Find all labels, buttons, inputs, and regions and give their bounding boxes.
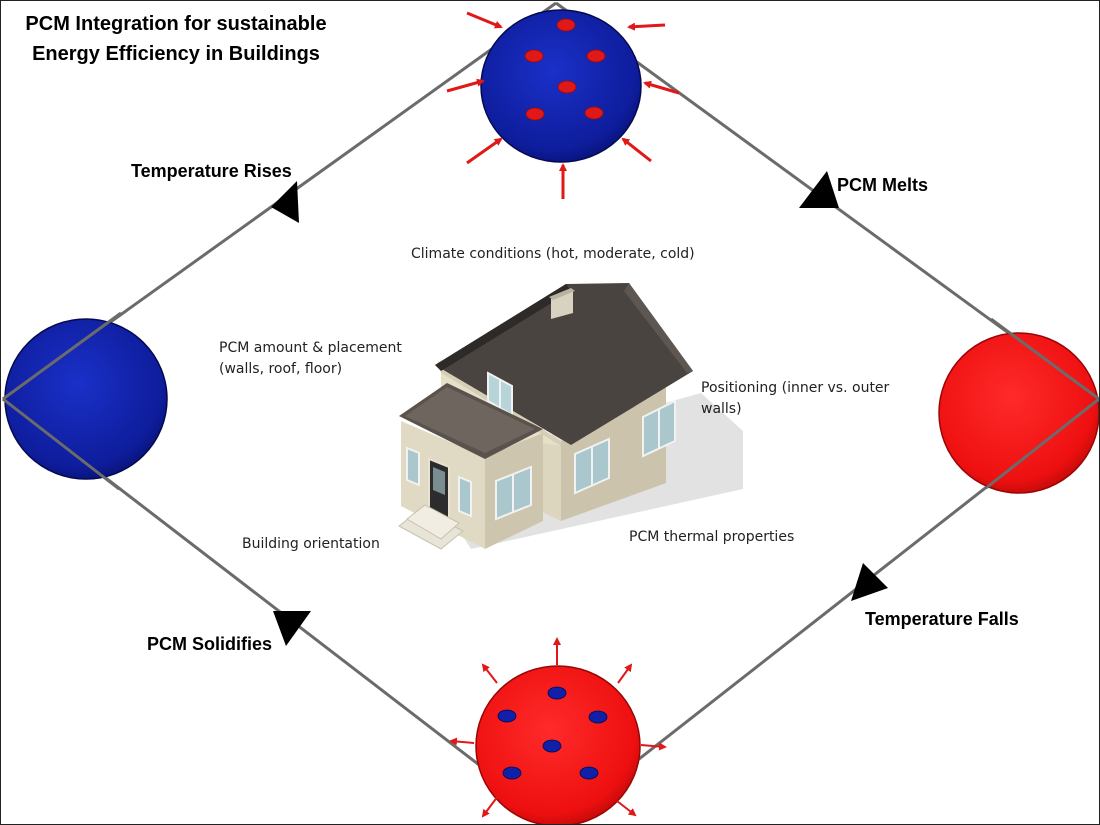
house-roof	[435, 283, 693, 445]
heat-out-arrow	[617, 663, 633, 684]
arrowhead-pcm-solidifies	[273, 611, 311, 646]
label-temperature-rises: Temperature Rises	[131, 161, 292, 181]
red-particle	[584, 106, 604, 120]
factor-positioning: Positioning (inner vs. outer walls)	[701, 380, 890, 417]
solid-pcm-circle	[4, 318, 168, 480]
heat-in-arrow	[627, 22, 666, 31]
factor-climate: Climate conditions (hot, moderate, cold)	[411, 246, 695, 262]
factor-orientation: Building orientation	[242, 536, 380, 552]
house-window	[458, 475, 472, 518]
red-particle	[557, 80, 577, 94]
arrowhead-pcm-melts	[799, 171, 839, 208]
red-particle	[524, 49, 544, 63]
label-pcm-melts: PCM Melts	[837, 175, 929, 195]
connector-overlay-right-lower	[985, 397, 1099, 490]
blue-particle	[588, 710, 608, 724]
red-particle	[525, 107, 545, 121]
blue-particle	[542, 739, 562, 753]
connector-overlay-right	[990, 317, 1099, 401]
blue-particle	[579, 766, 599, 780]
heat-out-arrow	[640, 742, 667, 751]
blue-particle	[497, 709, 517, 723]
heat-in-arrow	[643, 80, 680, 95]
factor-pcm-amount: PCM amount & placement (walls, roof, flo…	[219, 340, 402, 377]
label-pcm-solidifies: PCM Solidifies	[147, 634, 273, 654]
heat-in-arrow	[466, 11, 503, 29]
arrowhead-temperature-rises	[271, 181, 299, 223]
connector-overlay-left-lower	[2, 397, 120, 491]
heat-out-arrow	[616, 800, 637, 817]
diagram-title: PCM Integration for sustainable Energy E…	[11, 9, 341, 69]
title-line-2: Energy Efficiency in Buildings	[32, 43, 320, 65]
arrowhead-temperature-falls	[851, 563, 888, 601]
house-window	[406, 446, 420, 487]
factor-thermal-properties: PCM thermal properties	[629, 529, 795, 545]
heat-out-arrow	[481, 795, 499, 818]
red-particle	[556, 18, 576, 32]
label-temperature-falls: Temperature Falls	[865, 609, 1019, 629]
heat-out-arrow	[449, 737, 475, 746]
connector-overlay-left	[2, 311, 122, 401]
house-illustration	[398, 283, 743, 550]
blue-particle	[547, 686, 567, 700]
heat-in-arrow	[621, 137, 652, 163]
red-particle	[586, 49, 606, 63]
solidifying-pcm-group	[449, 637, 667, 824]
heat-out-arrow	[481, 663, 498, 684]
melting-pcm-group	[446, 9, 680, 199]
heat-in-arrow	[466, 137, 503, 165]
blue-particle	[502, 766, 522, 780]
heat-in-arrow	[446, 78, 485, 93]
title-line-1: PCM Integration for sustainable	[25, 13, 327, 35]
liquid-pcm-circle	[938, 332, 1099, 494]
